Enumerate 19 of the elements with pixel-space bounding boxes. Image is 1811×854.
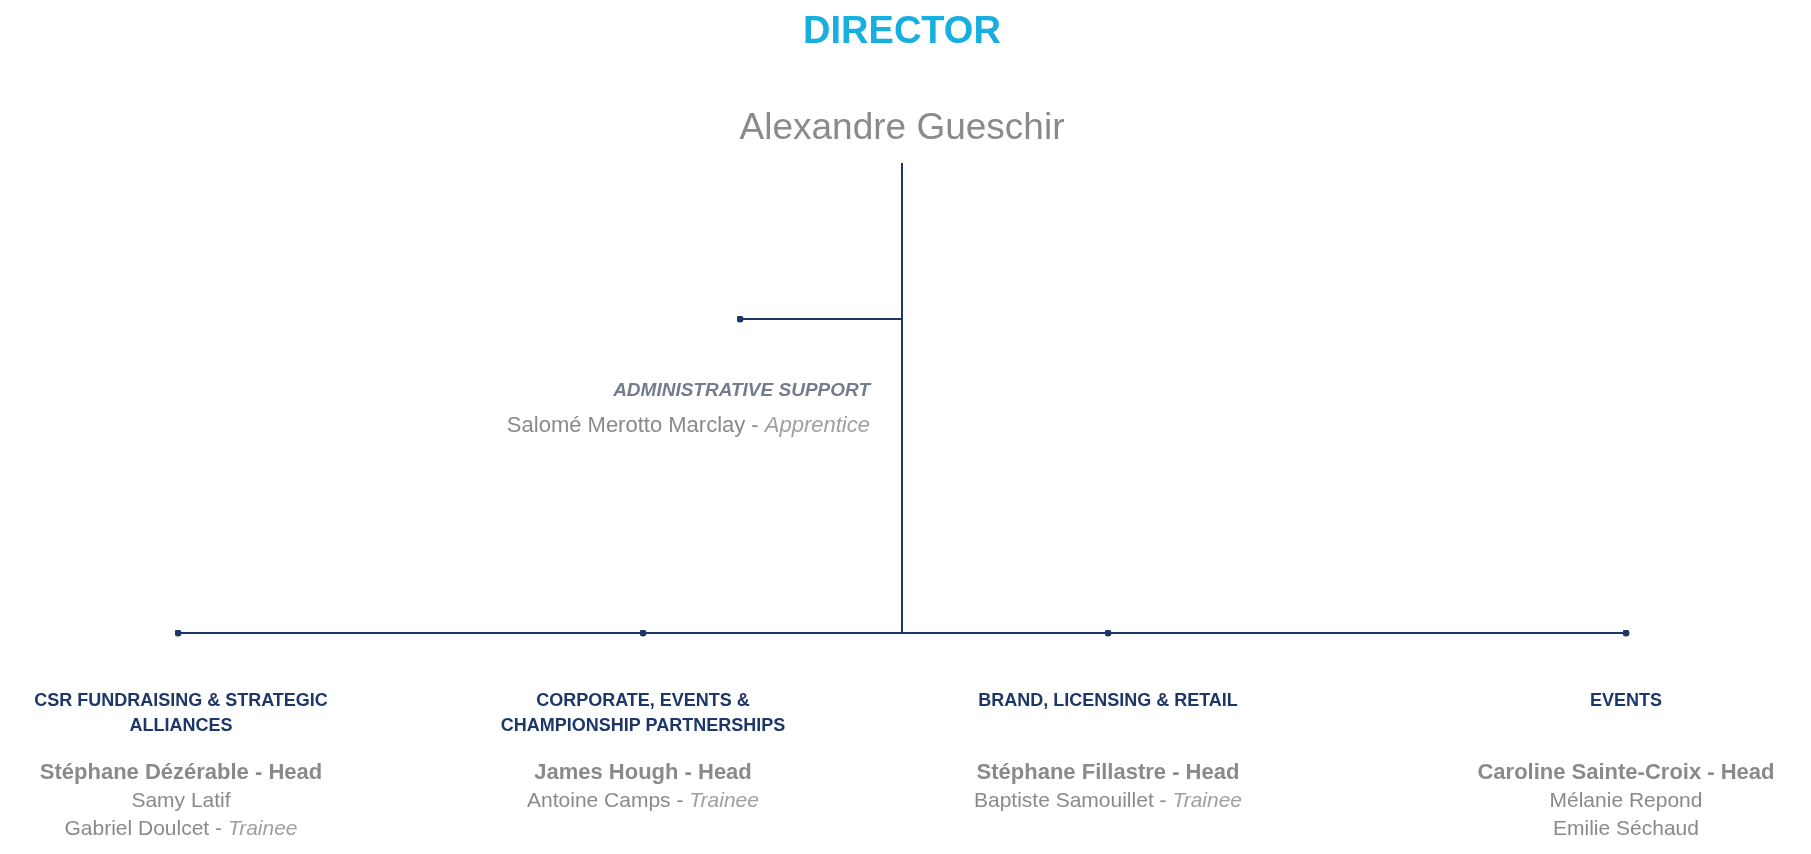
person-name: Stéphane Fillastre - Head	[976, 758, 1240, 786]
role-heading: ADMINISTRATIVE SUPPORT	[613, 378, 870, 402]
department-heading: BRAND, LICENSING & RETAIL	[977, 689, 1239, 712]
person-name: Stéphane Dézérable - Head	[39, 758, 323, 786]
person-name: Caroline Sainte-Croix - Head	[1477, 758, 1775, 786]
role-title: DIRECTOR	[803, 8, 1001, 52]
person-name: Alexandre Gueschir	[739, 105, 1065, 149]
person-name: James Hough - Head	[534, 758, 752, 786]
person-name: Antoine Camps - Trainee	[527, 787, 759, 813]
person-name: Mélanie Repond	[1549, 787, 1703, 813]
connector-line	[901, 162, 1630, 637]
person-name: Emilie Séchaud	[1553, 815, 1699, 841]
department-heading: EVENTS	[1589, 689, 1663, 712]
person-name: Gabriel Doulcet - Trainee	[64, 815, 298, 841]
department-heading: CSR FUNDRAISING & STRATEGIC ALLIANCES	[33, 689, 329, 737]
person-name: Samy Latif	[131, 787, 231, 813]
department-heading: CORPORATE, EVENTS & CHAMPIONSHIP PARTNERSHIPS	[499, 689, 787, 737]
person-name: Baptiste Samouillet - Trainee	[973, 787, 1243, 813]
person-name: Salomé Merotto Marclay - Apprentice	[506, 411, 870, 439]
